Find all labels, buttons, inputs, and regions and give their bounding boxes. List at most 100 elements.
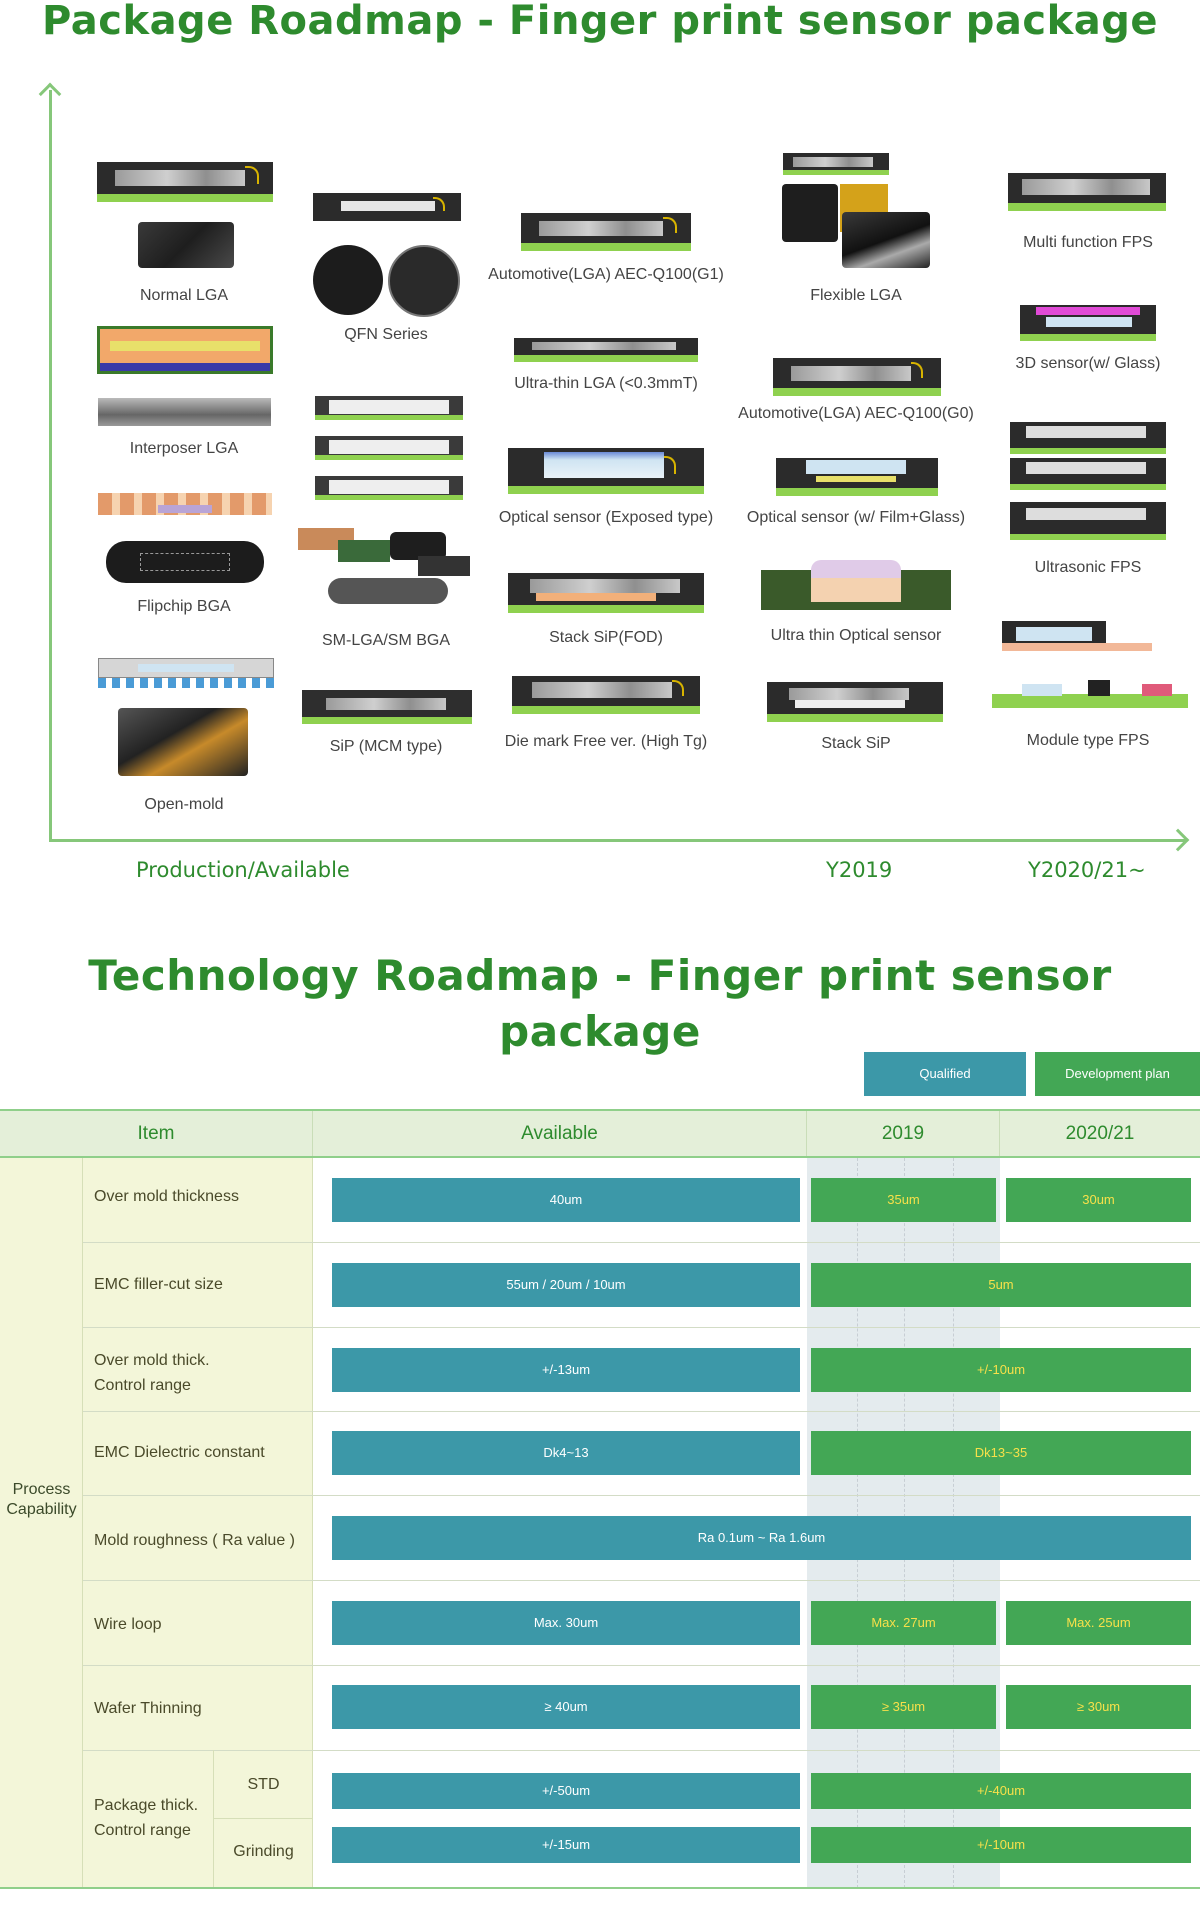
sensor-3d-label: 3D sensor(w/ Glass): [1015, 355, 1161, 372]
bar-wire-loop-2020: Max. 25um: [1006, 1601, 1191, 1645]
row-divider: [83, 1750, 1200, 1751]
open-mold-photo: [118, 708, 248, 776]
sm-lga-figure-1: [315, 396, 463, 420]
qfn-figure: [313, 193, 461, 221]
bar-wire-loop-2019: Max. 27um: [811, 1601, 996, 1645]
module-type-fps-figure-2: [992, 680, 1188, 714]
row-label-wafer-thinning: Wafer Thinning: [94, 1700, 202, 1717]
sub-divider: [213, 1818, 313, 1819]
automotive-g0-figure: [773, 358, 941, 396]
ultrasonic-fps-figure-1: [1010, 422, 1166, 454]
row-label-package-thick-1: Package thick.: [94, 1797, 199, 1814]
row-label-wire-loop: Wire loop: [94, 1616, 162, 1633]
normal-lga-photo: [138, 222, 234, 268]
optical-exposed-label: Optical sensor (Exposed type): [498, 509, 714, 526]
item-column: [83, 1158, 313, 1888]
sub-label-std: STD: [247, 1776, 280, 1793]
interposer-lga-photo: [98, 398, 271, 426]
bar-wafer-thinning-2019: ≥ 35um: [811, 1685, 996, 1729]
bar-emc-filler-future: 5um: [811, 1263, 1191, 1307]
axis-label-y2019: Y2019: [826, 858, 893, 882]
axis-label-production: Production/Available: [136, 858, 350, 882]
axis-label-y2020: Y2020/21~: [1028, 858, 1146, 882]
arrow-up-icon: [38, 82, 62, 106]
flipchip-bga-photo: [106, 541, 264, 583]
row-label-package-thick-2: Control range: [94, 1822, 191, 1839]
legend-development-plan: Development plan: [1035, 1052, 1200, 1096]
ultra-thin-lga-figure: [514, 338, 698, 362]
sensor-3d-figure: [1020, 305, 1156, 341]
bar-wafer-thinning-2020: ≥ 30um: [1006, 1685, 1191, 1729]
bar-over-mold-available: 40um: [332, 1178, 800, 1222]
normal-lga-label: Normal LGA: [139, 287, 229, 304]
ultra-thin-optical-label: Ultra thin Optical sensor: [770, 627, 942, 644]
stack-sip-fod-figure: [508, 573, 704, 613]
automotive-g1-label: Automotive(LGA) AEC-Q100(G1): [488, 266, 724, 283]
optical-film-glass-label: Optical sensor (w/ Film+Glass): [746, 509, 966, 526]
sm-lga-label: SM-LGA/SM BGA: [321, 632, 451, 649]
row-label-over-mold-control-1: Over mold thick.: [94, 1352, 210, 1369]
die-mark-free-label: Die mark Free ver. (High Tg): [504, 733, 708, 750]
legend-qualified: Qualified: [864, 1052, 1026, 1096]
row-divider: [83, 1580, 1200, 1581]
flexible-lga-photo-3: [842, 212, 930, 268]
technology-roadmap-title: Technology Roadmap - Finger print sensor…: [88, 951, 1112, 1056]
y-axis: [49, 90, 52, 842]
qfn-photo-bottom: [388, 245, 460, 317]
interposer-lga-figure: [97, 326, 273, 374]
sm-lga-figure-2: [315, 436, 463, 460]
sub-divider: [213, 1750, 214, 1888]
row-label-over-mold: Over mold thickness: [94, 1188, 239, 1205]
flexible-lga-label: Flexible LGA: [810, 287, 902, 304]
bar-package-grinding-available: +/-15um: [332, 1827, 800, 1863]
table-bottom-border: [0, 1887, 1200, 1889]
header-available: Available: [313, 1111, 807, 1156]
table-header: Item Available 2019 2020/21: [0, 1109, 1200, 1158]
automotive-g0-label: Automotive(LGA) AEC-Q100(G0): [738, 405, 974, 422]
bar-package-std-future: +/-40um: [811, 1773, 1191, 1809]
row-label-emc-filler: EMC filler-cut size: [94, 1276, 223, 1293]
sip-mcm-figure: [302, 690, 472, 724]
flipchip-bga-label: Flipchip BGA: [137, 598, 231, 615]
bar-emc-dielectric-available: Dk4~13: [332, 1431, 800, 1475]
header-2020: 2020/21: [1065, 1123, 1135, 1144]
bar-over-mold-control-future: +/-10um: [811, 1348, 1191, 1392]
ultra-thin-lga-label: Ultra-thin LGA (<0.3mmT): [514, 375, 698, 392]
ultra-thin-optical-figure: [761, 560, 951, 610]
ultrasonic-fps-figure-3: [1010, 502, 1166, 540]
header-item: Item: [0, 1111, 313, 1156]
open-mold-figure: [98, 638, 276, 688]
stack-sip-fod-label: Stack SiP(FOD): [549, 629, 663, 646]
row-divider: [83, 1665, 1200, 1666]
module-type-fps-label: Module type FPS: [1026, 732, 1150, 749]
sub-label-grinding: Grinding: [233, 1843, 294, 1860]
row-label-emc-dielectric: EMC Dielectric constant: [94, 1444, 265, 1461]
row-divider: [83, 1411, 1200, 1412]
bar-mold-roughness: Ra 0.1um ~ Ra 1.6um: [332, 1516, 1191, 1560]
group-column: [0, 1158, 83, 1888]
multi-function-fps-figure: [1008, 173, 1166, 211]
flexible-lga-photo-1: [782, 184, 838, 242]
stack-sip-label: Stack SiP: [821, 735, 891, 752]
ultrasonic-fps-figure-2: [1010, 458, 1166, 490]
sm-lga-figure-3: [315, 476, 463, 500]
bar-emc-filler-available: 55um / 20um / 10um: [332, 1263, 800, 1307]
stack-sip-figure: [767, 682, 943, 722]
die-mark-free-figure: [512, 676, 700, 714]
interposer-lga-label: Interposer LGA: [129, 440, 239, 457]
bar-package-std-available: +/-50um: [332, 1773, 800, 1809]
optical-film-glass-figure: [776, 458, 938, 496]
qfn-series-label: QFN Series: [344, 326, 428, 343]
qfn-photo-top: [313, 245, 383, 315]
package-roadmap-title: Package Roadmap - Finger print sensor pa…: [42, 0, 1158, 44]
flexible-lga-figure: [783, 153, 889, 175]
bar-over-mold-2019: 35um: [811, 1178, 996, 1222]
open-mold-label: Open-mold: [144, 796, 224, 813]
sip-mcm-label: SiP (MCM type): [329, 738, 443, 755]
bar-wire-loop-available: Max. 30um: [332, 1601, 800, 1645]
bar-package-grinding-future: +/-10um: [811, 1827, 1191, 1863]
row-divider: [83, 1495, 1200, 1496]
row-divider: [83, 1242, 1200, 1243]
row-label-mold-roughness: Mold roughness ( Ra value ): [94, 1532, 295, 1549]
normal-lga-figure: [97, 162, 273, 202]
